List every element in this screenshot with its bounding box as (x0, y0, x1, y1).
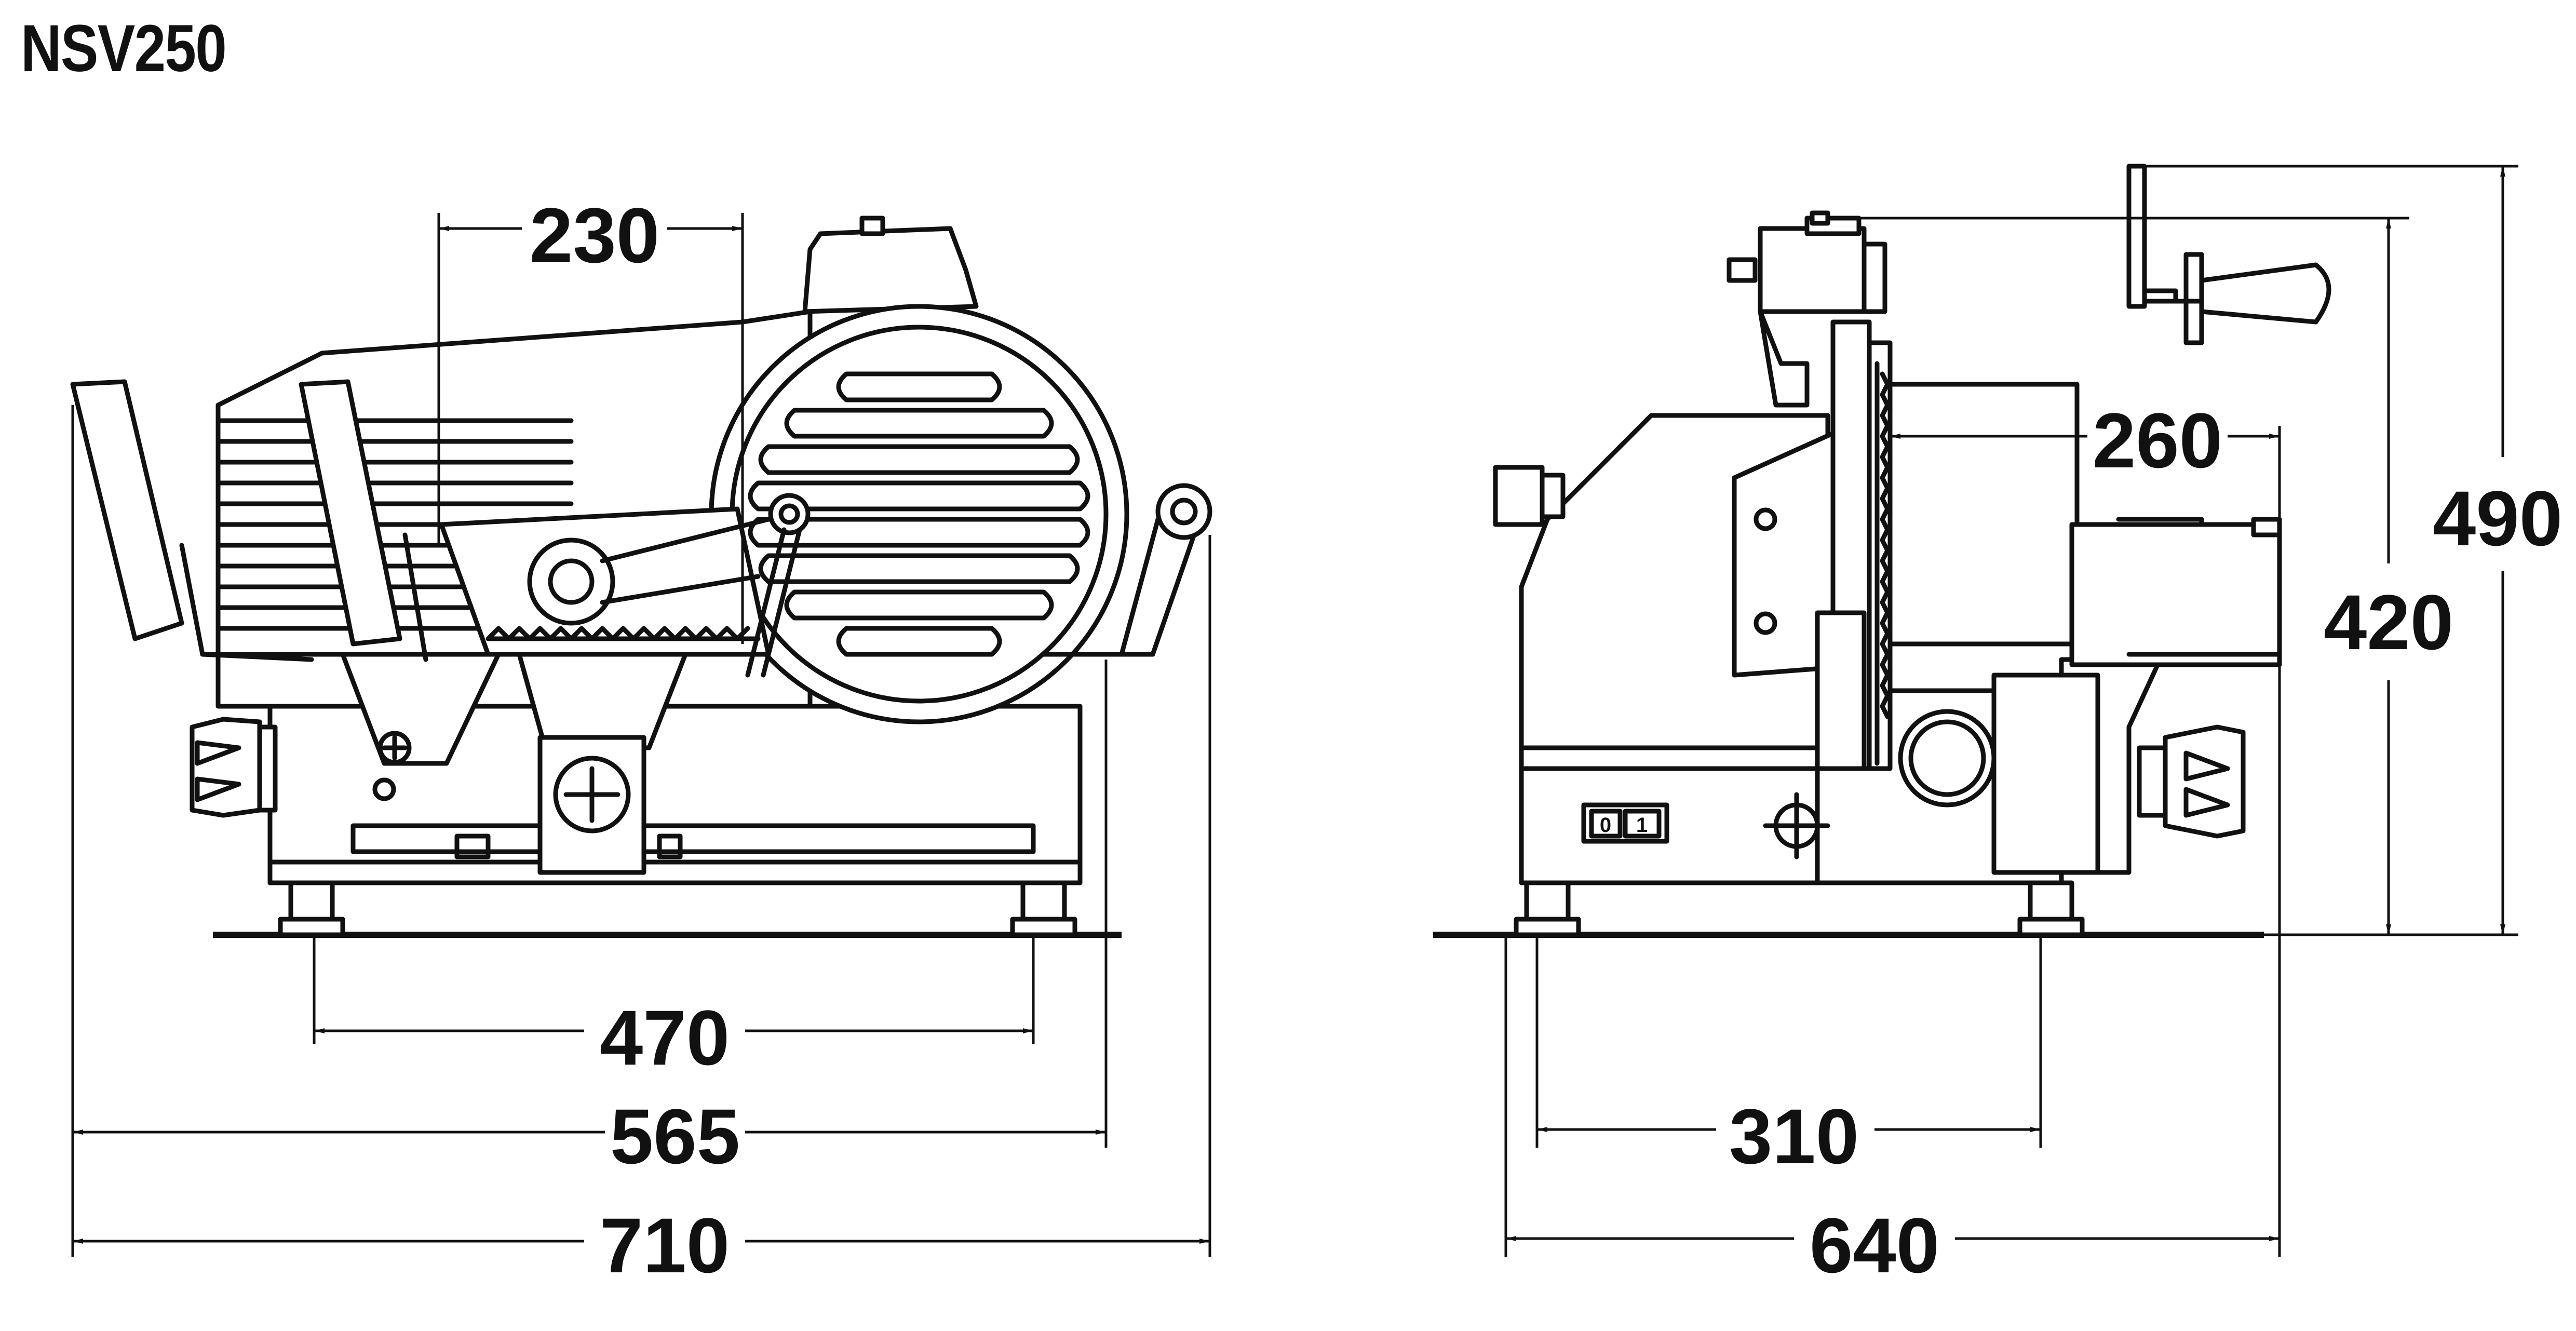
dimension-labels: 230 470 565 710 260 310 640 420 490 (530, 192, 2562, 1289)
side-blade-column (1727, 210, 1893, 771)
dim-230: 230 (530, 192, 659, 279)
front-right-handle (1041, 483, 1212, 657)
power-switch[interactable]: 0 1 (1581, 802, 1669, 844)
blade-guard-vents (748, 371, 1090, 657)
side-view: 0 1 (1433, 164, 2331, 938)
dim-640: 640 (1810, 1202, 1939, 1289)
front-left-pusher (70, 379, 428, 662)
front-center-mount (537, 735, 646, 875)
model-title: NSV250 (21, 11, 227, 86)
dim-420: 420 (2324, 579, 2453, 666)
side-knob-right (2137, 724, 2246, 839)
carriage-tray (439, 493, 811, 678)
front-view (70, 216, 1212, 938)
sharpener-cap (802, 226, 979, 314)
dim-260: 260 (2093, 397, 2222, 484)
switch-off-label: 0 (1600, 814, 1611, 837)
side-knob-left (1493, 465, 1566, 527)
dim-710: 710 (600, 1202, 730, 1289)
side-feet (1514, 880, 2085, 937)
dim-565: 565 (610, 1093, 740, 1180)
dim-470: 470 (600, 994, 730, 1081)
dimension-lines (71, 165, 2518, 1257)
side-pusher-handle (2126, 164, 2331, 345)
switch-on-label: 1 (1636, 814, 1648, 837)
front-feet (278, 880, 1077, 937)
front-knob-left (190, 717, 278, 818)
side-crosshair-icon (1763, 792, 1830, 859)
dim-490: 490 (2433, 475, 2562, 562)
dim-310: 310 (1729, 1093, 1859, 1180)
